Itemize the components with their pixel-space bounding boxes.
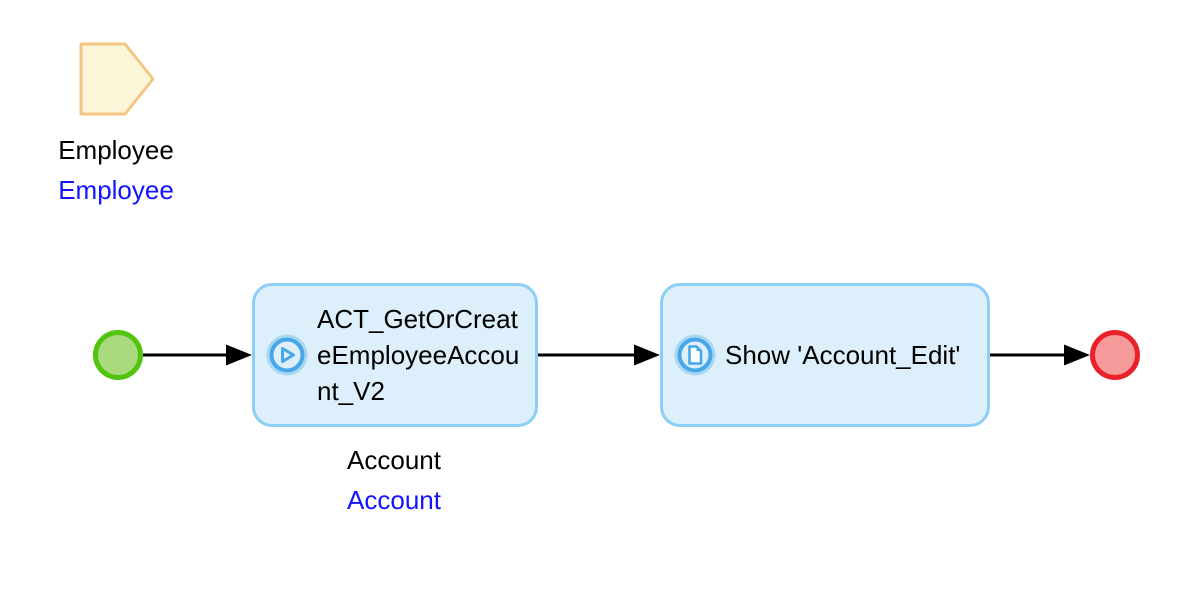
pentagon-shape[interactable] xyxy=(79,42,155,116)
node-label: ACT_GetOrCreateEmployeeAccount_V2 xyxy=(317,304,520,406)
action-node-show-screen[interactable]: Show 'Account_Edit' xyxy=(660,283,990,427)
parameter-type-link[interactable]: Employee xyxy=(58,175,174,205)
node-label: Show 'Account_Edit' xyxy=(725,340,961,370)
connector-arrowhead xyxy=(634,344,660,366)
end-node[interactable] xyxy=(1090,330,1140,380)
parameter-name-label: Employee xyxy=(58,135,174,165)
connector-arrow[interactable] xyxy=(538,344,660,366)
connector-arrow[interactable] xyxy=(143,344,252,366)
connector-arrowhead xyxy=(226,344,252,366)
connector-arrow[interactable] xyxy=(990,344,1090,366)
screen-document-icon xyxy=(673,333,717,377)
connector-arrowhead xyxy=(1064,344,1090,366)
run-action-icon xyxy=(265,333,309,377)
action-node-run-action[interactable]: ACT_GetOrCreateEmployeeAccount_V2 xyxy=(252,283,538,427)
input-parameter-shape[interactable] xyxy=(79,42,156,116)
node-output-name-label: Account xyxy=(347,445,441,475)
node-output-type-link[interactable]: Account xyxy=(347,485,441,515)
start-node[interactable] xyxy=(93,330,143,380)
